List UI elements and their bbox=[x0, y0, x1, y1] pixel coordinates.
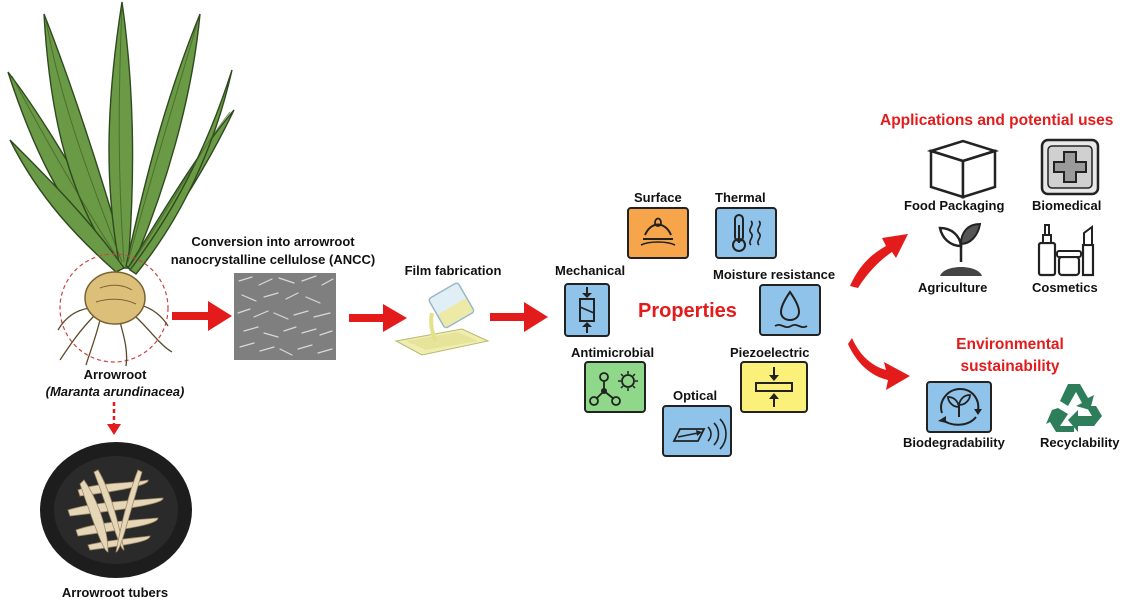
recyclability-label: Recyclability bbox=[1040, 435, 1120, 450]
antimicrobial-box bbox=[584, 361, 646, 413]
thermal-box bbox=[715, 207, 777, 259]
biodegradable-cycle-icon bbox=[938, 387, 982, 426]
dashed-down-arrow bbox=[107, 402, 121, 435]
environment-title-line2: sustainability bbox=[960, 358, 1060, 375]
properties-title: Properties bbox=[638, 300, 737, 322]
food-packaging-label: Food Packaging bbox=[904, 198, 1005, 213]
piezo-compression-icon bbox=[755, 367, 793, 407]
agriculture-label: Agriculture bbox=[918, 280, 988, 295]
piezoelectric-label: Piezoelectric bbox=[730, 345, 810, 360]
moisture-resistance-label: Moisture resistance bbox=[713, 267, 836, 282]
molecule-microbe-icon bbox=[589, 371, 638, 406]
recycle-icon bbox=[1046, 384, 1102, 432]
optical-wave-icon bbox=[672, 418, 727, 450]
water-drop-icon bbox=[774, 290, 808, 329]
arrow-to-properties bbox=[490, 302, 548, 332]
biodegradability-box bbox=[926, 381, 992, 433]
tuber-bowl-photo bbox=[40, 442, 192, 578]
mechanical-stress-icon bbox=[579, 287, 595, 333]
film-fabrication-label: Film fabrication bbox=[404, 263, 502, 278]
mechanical-label: Mechanical bbox=[555, 263, 626, 278]
cosmetic-bottles-icon bbox=[1037, 224, 1095, 277]
optical-label: Optical bbox=[673, 388, 718, 403]
thermal-label: Thermal bbox=[715, 190, 766, 205]
environment-title-line1: Environmental bbox=[956, 336, 1064, 353]
surface-box bbox=[627, 207, 689, 259]
conversion-label-line2: nanocrystalline cellulose (ANCC) bbox=[170, 252, 376, 267]
arrow-to-ancc bbox=[172, 301, 232, 331]
antimicrobial-label: Antimicrobial bbox=[571, 345, 655, 360]
arrowroot-plant-illustration bbox=[7, 1, 235, 367]
mechanical-box bbox=[564, 283, 610, 337]
biomedical-label: Biomedical bbox=[1032, 198, 1102, 213]
biodegradability-label: Biodegradability bbox=[903, 435, 1005, 450]
plant-scientific-name: (Maranta arundinacea) bbox=[45, 384, 185, 399]
applications-title: Applications and potential uses bbox=[880, 112, 1114, 129]
surface-icon bbox=[640, 217, 676, 246]
curved-arrow-to-applications bbox=[850, 234, 908, 288]
moisture-box bbox=[759, 284, 821, 336]
plant-name: Arrowroot bbox=[83, 367, 147, 382]
arrow-to-film bbox=[349, 304, 407, 332]
box-icon bbox=[926, 139, 1000, 199]
thermometer-icon bbox=[732, 214, 761, 252]
sprout-icon bbox=[938, 222, 982, 276]
ancc-micrograph-image bbox=[234, 273, 336, 360]
surface-label: Surface bbox=[634, 190, 682, 205]
conversion-label-line1: Conversion into arrowroot bbox=[191, 234, 355, 249]
medical-cross-icon bbox=[1040, 138, 1100, 196]
cosmetics-label: Cosmetics bbox=[1032, 280, 1098, 295]
beaker-pouring-film-icon bbox=[394, 282, 490, 356]
tubers-label: Arrowroot tubers bbox=[61, 585, 169, 600]
piezoelectric-box bbox=[740, 361, 808, 413]
optical-box bbox=[662, 405, 732, 457]
curved-arrow-to-environment bbox=[848, 338, 910, 390]
